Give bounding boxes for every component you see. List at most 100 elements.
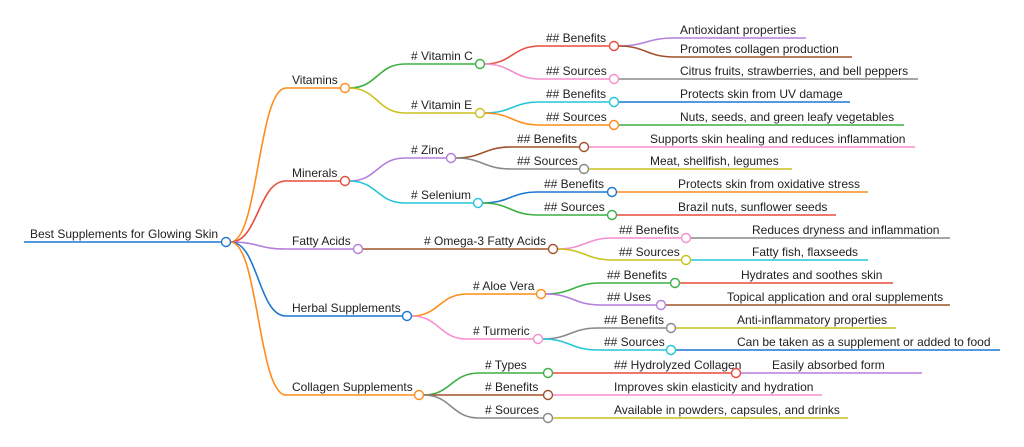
branch-vitamins-vitamin-c-benefits-antioxidant-properties-label: Antioxidant properties <box>680 23 796 37</box>
branch-minerals-zinc-benefits-supports-skin-healing-and-reduces-inflammation-label: Supports skin healing and reduces inflam… <box>650 132 905 146</box>
branch-minerals-selenium-sources-label: ## Sources <box>544 200 605 214</box>
branch-fatty-acids-omega-3-fatty-acids-benefits-label: ## Benefits <box>619 223 679 237</box>
branch-minerals-zinc-sources-label: ## Sources <box>517 154 578 168</box>
branch-herbal-supplements-label: Herbal Supplements <box>292 301 401 315</box>
branch-vitamins-vitamin-c-connector <box>349 63 406 89</box>
branch-minerals-selenium-label: # Selenium <box>411 188 471 202</box>
branch-fatty-acids-label: Fatty Acids <box>292 234 351 248</box>
branch-minerals-selenium-benefits-connector <box>482 191 539 204</box>
branch-minerals-toggle[interactable] <box>339 175 351 187</box>
mindmap-labels: Best Supplements for Glowing Skin Vitamin… <box>30 23 991 417</box>
branch-herbal-supplements-connector <box>230 241 287 317</box>
branch-vitamins-vitamin-c-sources-connector <box>484 63 541 80</box>
branch-minerals-selenium-benefits-toggle[interactable] <box>606 186 618 198</box>
branch-vitamins-vitamin-e-connector <box>349 87 406 114</box>
branch-herbal-supplements-aloe-vera-benefits-toggle[interactable] <box>669 277 681 289</box>
mindmap-underlines <box>24 37 1000 419</box>
branch-vitamins-vitamin-e-sources-toggle[interactable] <box>608 119 620 131</box>
branch-collagen-supplements-connector <box>230 241 287 396</box>
branch-minerals-zinc-benefits-toggle[interactable] <box>578 141 590 153</box>
branch-collagen-supplements-sources-toggle[interactable] <box>542 412 554 424</box>
branch-herbal-supplements-turmeric-benefits-label: ## Benefits <box>604 313 664 327</box>
branch-collagen-supplements-benefits-improves-skin-elasticity-and-hydration-label: Improves skin elasticity and hydration <box>614 380 813 394</box>
branch-minerals-selenium-sources-toggle[interactable] <box>606 209 618 221</box>
branch-herbal-supplements-turmeric-sources-toggle[interactable] <box>665 344 677 356</box>
root-node-label: Best Supplements for Glowing Skin <box>30 227 218 241</box>
branch-fatty-acids-connector <box>230 241 287 250</box>
branch-minerals-selenium-sources-brazil-nuts-sunflower-seeds-label: Brazil nuts, sunflower seeds <box>678 200 827 214</box>
branch-minerals-label: Minerals <box>292 166 337 180</box>
branch-fatty-acids-toggle[interactable] <box>352 243 364 255</box>
branch-herbal-supplements-turmeric-connector <box>411 315 468 340</box>
branch-minerals-zinc-benefits-connector <box>455 146 512 159</box>
branch-vitamins-vitamin-c-sources-label: ## Sources <box>546 64 607 78</box>
branch-herbal-supplements-aloe-vera-uses-connector <box>545 293 602 306</box>
branch-vitamins-connector <box>230 87 287 243</box>
branch-minerals-zinc-sources-toggle[interactable] <box>578 163 590 175</box>
branch-vitamins-vitamin-c-benefits-promotes-collagen-production-connector <box>618 45 675 58</box>
branch-collagen-supplements-types-hydrolyzed-collagen-label: ## Hydrolyzed Collagen <box>614 358 741 372</box>
branch-collagen-supplements-types-hydrolyzed-collagen-toggle[interactable] <box>730 367 742 379</box>
branch-vitamins-vitamin-c-sources-citrus-fruits-strawberries-and-bell-peppers-label: Citrus fruits, strawberries, and bell pe… <box>680 64 908 78</box>
branch-vitamins-label: Vitamins <box>292 73 338 87</box>
branch-vitamins-vitamin-e-toggle[interactable] <box>474 107 486 119</box>
branch-minerals-zinc-benefits-label: ## Benefits <box>517 132 577 146</box>
branch-minerals-zinc-sources-meat-shellfish-legumes-label: Meat, shellfish, legumes <box>650 154 779 168</box>
branch-fatty-acids-omega-3-fatty-acids-benefits-toggle[interactable] <box>680 232 692 244</box>
branch-fatty-acids-omega-3-fatty-acids-label: # Omega-3 Fatty Acids <box>424 234 546 248</box>
branch-collagen-supplements-toggle[interactable] <box>413 389 425 401</box>
branch-collagen-supplements-label: Collagen Supplements <box>292 380 413 394</box>
root-node-toggle[interactable] <box>220 236 232 248</box>
branch-fatty-acids-omega-3-fatty-acids-sources-fatty-fish-flaxseeds-label: Fatty fish, flaxseeds <box>752 245 858 259</box>
branch-collagen-supplements-benefits-label: # Benefits <box>485 380 538 394</box>
branch-minerals-selenium-benefits-protects-skin-from-oxidative-stress-label: Protects skin from oxidative stress <box>678 177 860 191</box>
branch-collagen-supplements-sources-available-in-powders-capsules-and-drinks-label: Available in powders, capsules, and drin… <box>614 403 840 417</box>
branch-minerals-connector <box>230 180 287 243</box>
branch-herbal-supplements-toggle[interactable] <box>401 310 413 322</box>
branch-herbal-supplements-aloe-vera-toggle[interactable] <box>535 288 547 300</box>
branch-collagen-supplements-types-toggle[interactable] <box>542 367 554 379</box>
branch-vitamins-toggle[interactable] <box>339 82 351 94</box>
branch-minerals-selenium-benefits-label: ## Benefits <box>544 177 604 191</box>
branch-herbal-supplements-aloe-vera-uses-topical-application-and-oral-supplements-label: Topical application and oral supplements <box>727 290 943 304</box>
branch-herbal-supplements-aloe-vera-benefits-hydrates-and-soothes-skin-label: Hydrates and soothes skin <box>741 268 882 282</box>
branch-collagen-supplements-sources-label: # Sources <box>485 403 539 417</box>
branch-collagen-supplements-types-connector <box>423 372 480 396</box>
mindmap-edges <box>230 37 766 419</box>
branch-herbal-supplements-aloe-vera-uses-label: ## Uses <box>607 290 651 304</box>
branch-fatty-acids-omega-3-fatty-acids-toggle[interactable] <box>547 243 559 255</box>
branch-vitamins-vitamin-e-benefits-protects-skin-from-uv-damage-label: Protects skin from UV damage <box>680 87 843 101</box>
branch-vitamins-vitamin-e-label: # Vitamin E <box>411 98 472 112</box>
branch-minerals-selenium-sources-connector <box>482 202 539 216</box>
branch-minerals-zinc-label: # Zinc <box>411 143 444 157</box>
branch-vitamins-vitamin-e-benefits-toggle[interactable] <box>608 96 620 108</box>
branch-herbal-supplements-turmeric-label: # Turmeric <box>473 324 530 338</box>
branch-herbal-supplements-aloe-vera-benefits-label: ## Benefits <box>607 268 667 282</box>
branch-minerals-zinc-sources-connector <box>455 157 512 170</box>
branch-vitamins-vitamin-c-benefits-promotes-collagen-production-label: Promotes collagen production <box>680 42 839 56</box>
branch-vitamins-vitamin-e-benefits-label: ## Benefits <box>546 87 606 101</box>
branch-vitamins-vitamin-c-benefits-toggle[interactable] <box>608 40 620 52</box>
branch-vitamins-vitamin-c-label: # Vitamin C <box>411 49 473 63</box>
branch-herbal-supplements-turmeric-sources-can-be-taken-as-a-supplement-or-added-to-food-label: Can be taken as a supplement or added to… <box>737 335 991 349</box>
branch-herbal-supplements-turmeric-sources-connector <box>542 338 599 351</box>
branch-collagen-supplements-types-label: # Types <box>485 358 527 372</box>
branch-vitamins-vitamin-c-sources-toggle[interactable] <box>608 73 620 85</box>
branch-minerals-selenium-toggle[interactable] <box>472 197 484 209</box>
branch-herbal-supplements-aloe-vera-uses-toggle[interactable] <box>655 299 667 311</box>
branch-herbal-supplements-aloe-vera-label: # Aloe Vera <box>473 279 535 293</box>
branch-minerals-zinc-connector <box>349 157 406 182</box>
branch-vitamins-vitamin-c-benefits-antioxidant-properties-connector <box>618 37 675 47</box>
branch-fatty-acids-omega-3-fatty-acids-sources-toggle[interactable] <box>680 254 692 266</box>
branch-fatty-acids-omega-3-fatty-acids-benefits-connector <box>557 237 614 250</box>
branch-vitamins-vitamin-c-toggle[interactable] <box>474 58 486 70</box>
branch-vitamins-vitamin-e-sources-label: ## Sources <box>546 110 607 124</box>
branch-minerals-zinc-toggle[interactable] <box>445 152 457 164</box>
branch-collagen-supplements-sources-connector <box>423 394 480 419</box>
branch-herbal-supplements-turmeric-benefits-connector <box>542 327 599 340</box>
branch-herbal-supplements-aloe-vera-benefits-connector <box>545 282 602 295</box>
branch-herbal-supplements-turmeric-benefits-toggle[interactable] <box>665 322 677 334</box>
branch-herbal-supplements-turmeric-toggle[interactable] <box>532 333 544 345</box>
branch-collagen-supplements-benefits-toggle[interactable] <box>542 389 554 401</box>
